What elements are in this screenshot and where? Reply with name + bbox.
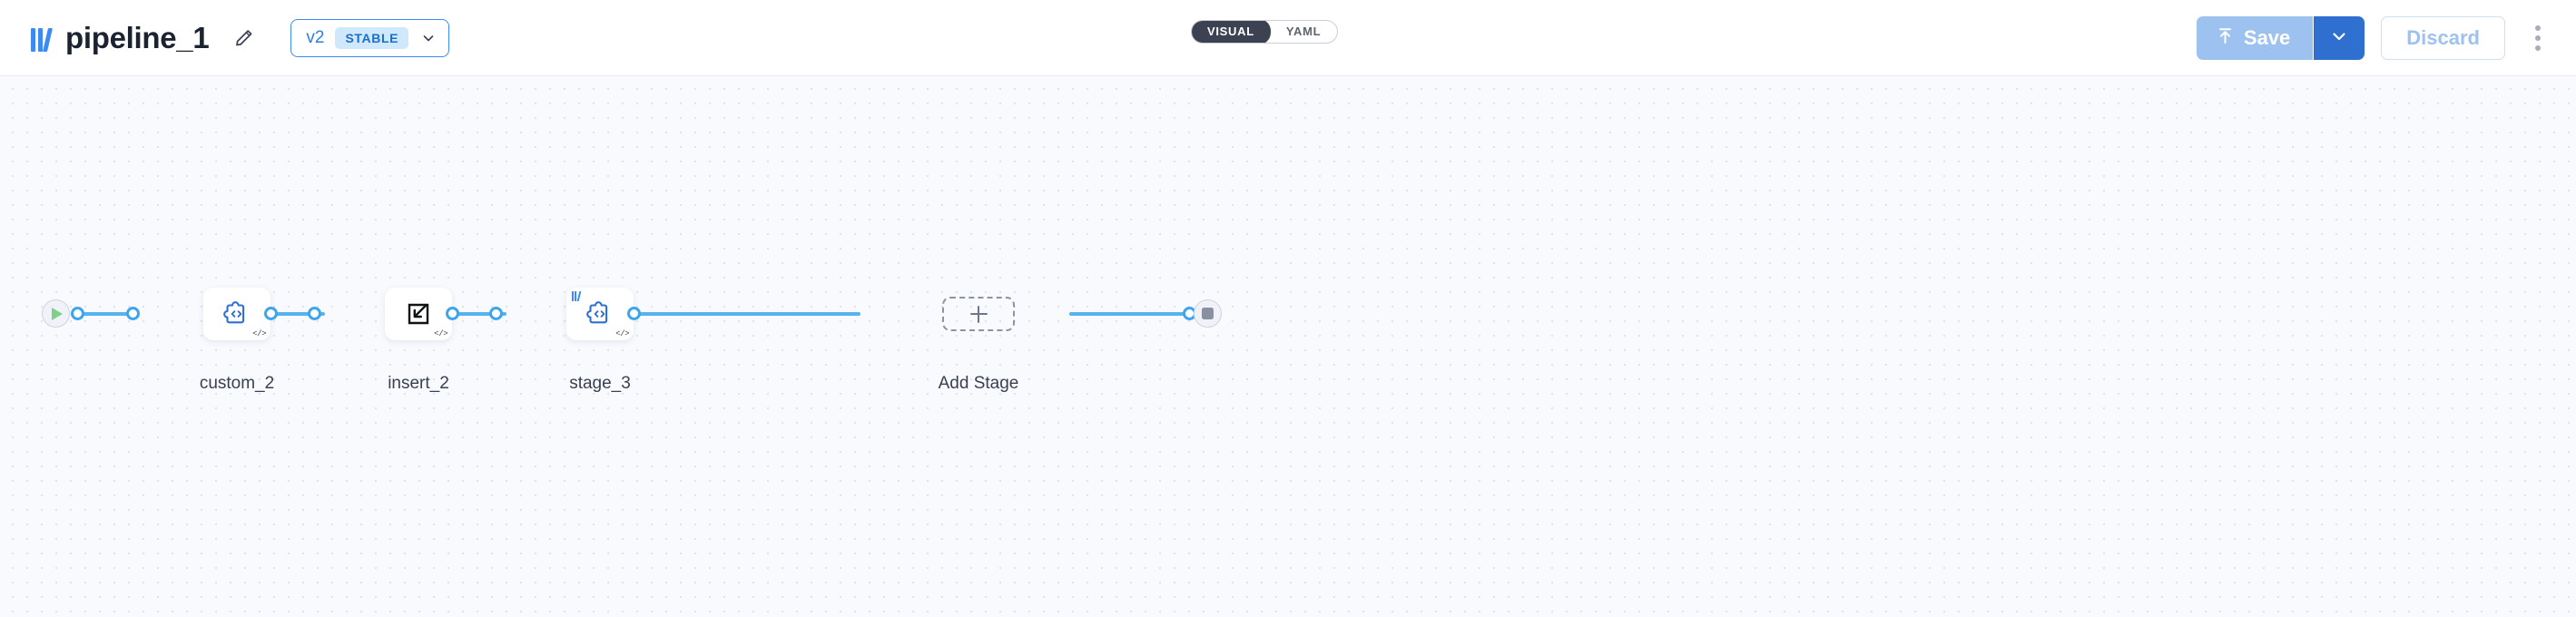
stage-node-stage-3[interactable]: </> bbox=[566, 288, 634, 340]
stage-node-insert-2[interactable]: </> bbox=[385, 288, 452, 340]
toolbar-left-group: pipeline_1 v2 STABLE bbox=[0, 18, 450, 57]
add-stage-label: Add Stage bbox=[938, 374, 1019, 393]
edge-start-to-custom2 bbox=[71, 312, 133, 316]
insert-arrow-square-icon bbox=[408, 303, 429, 325]
status-badge: STABLE bbox=[335, 26, 409, 49]
app-bars-logo-icon bbox=[31, 24, 54, 52]
tab-visual[interactable]: VISUAL bbox=[1192, 21, 1271, 43]
kebab-menu-icon[interactable] bbox=[2522, 16, 2554, 60]
port-insert2-in[interactable] bbox=[308, 307, 321, 320]
puzzle-code-icon bbox=[223, 301, 245, 324]
save-button[interactable]: Save bbox=[2196, 16, 2315, 60]
discard-button[interactable]: Discard bbox=[2381, 16, 2505, 60]
version-selector[interactable]: v2 STABLE bbox=[290, 18, 450, 57]
version-label: v2 bbox=[306, 27, 325, 47]
end-node[interactable] bbox=[1194, 299, 1222, 328]
stop-square-icon bbox=[1202, 308, 1214, 319]
app-bars-logo-icon bbox=[572, 291, 581, 301]
pipeline-canvas[interactable]: </> custom_2 </> insert_2 bbox=[0, 76, 2576, 617]
code-badge-icon: </> bbox=[615, 329, 629, 338]
discard-button-label: Discard bbox=[2406, 26, 2480, 49]
code-badge-icon: </> bbox=[434, 329, 447, 338]
chevron-down-icon bbox=[2330, 27, 2348, 50]
stage-label-insert-2: insert_2 bbox=[388, 374, 449, 393]
tab-yaml[interactable]: YAML bbox=[1285, 24, 1322, 38]
save-button-label: Save bbox=[2243, 26, 2291, 49]
top-toolbar: pipeline_1 v2 STABLE VISUAL YAML bbox=[0, 0, 2576, 76]
add-stage-button[interactable] bbox=[942, 297, 1015, 331]
port-start-out[interactable] bbox=[71, 307, 84, 320]
save-dropdown-button[interactable] bbox=[2314, 16, 2365, 60]
start-node[interactable] bbox=[42, 299, 70, 328]
stage-label-stage-3: stage_3 bbox=[569, 374, 631, 393]
play-triangle-icon bbox=[52, 307, 63, 320]
port-custom2-out[interactable] bbox=[264, 307, 278, 320]
port-insert2-out[interactable] bbox=[446, 307, 459, 320]
port-stage3-out[interactable] bbox=[627, 307, 641, 320]
port-stage3-in[interactable] bbox=[489, 307, 503, 320]
chevron-down-icon bbox=[419, 29, 438, 47]
stage-node-custom-2[interactable]: </> bbox=[203, 288, 270, 340]
upload-arrow-icon bbox=[2217, 26, 2234, 51]
view-mode-toggle: VISUAL YAML bbox=[1191, 20, 1339, 44]
edge-stage3-to-addstage bbox=[570, 312, 860, 316]
save-button-group: Save bbox=[2196, 16, 2365, 60]
pencil-edit-icon[interactable] bbox=[229, 23, 260, 54]
port-custom2-in[interactable] bbox=[126, 307, 140, 320]
code-badge-icon: </> bbox=[252, 329, 266, 338]
edge-addstage-to-end bbox=[1069, 312, 1189, 316]
page-title: pipeline_1 bbox=[65, 20, 210, 54]
toolbar-right-group: Save Discard bbox=[2196, 0, 2554, 76]
stage-label-custom-2: custom_2 bbox=[199, 374, 275, 393]
puzzle-code-icon bbox=[586, 301, 608, 324]
